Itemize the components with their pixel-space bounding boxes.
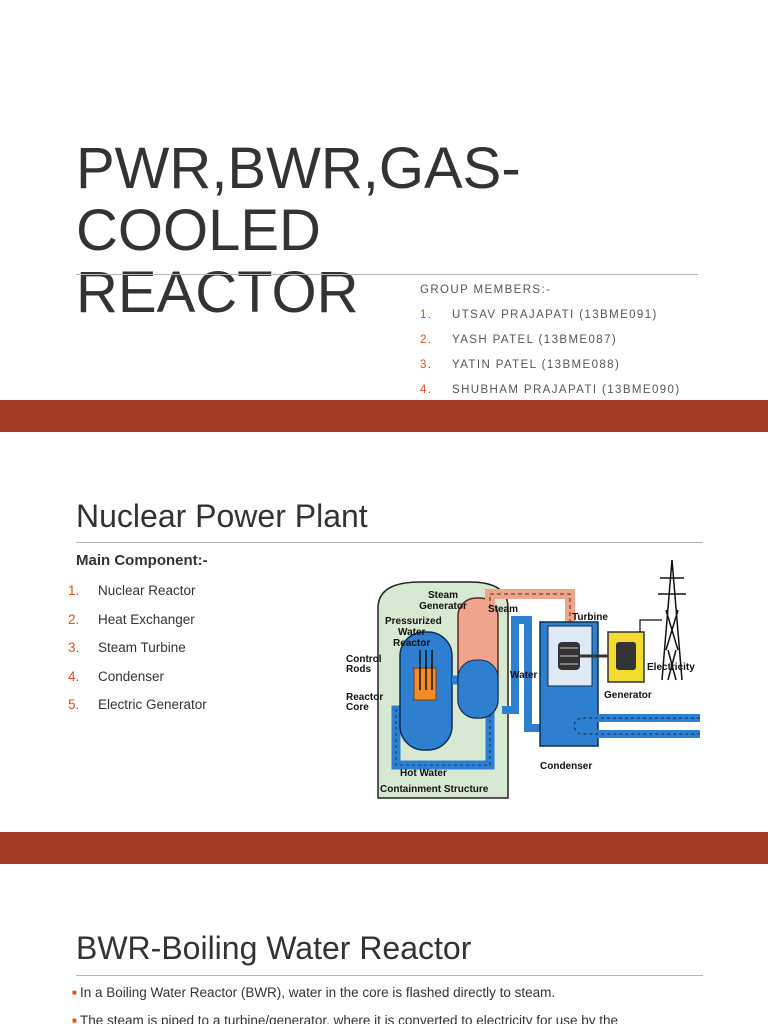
list-text: Steam Turbine (98, 640, 186, 655)
label-electricity: Electricity (647, 662, 695, 673)
member-item: 1. UTSAV PRAJAPATI (13BME091) (420, 307, 760, 332)
title-line-2: REACTOR (76, 260, 359, 325)
bullet-text: The steam is piped to a turbine/generato… (80, 1013, 619, 1024)
list-item: 1. Nuclear Reactor (68, 582, 207, 611)
label-steam: Steam (488, 604, 518, 615)
list-text: Condenser (98, 668, 165, 684)
list-item: 3. Steam Turbine (68, 639, 207, 668)
members-heading: GROUP MEMBERS:- (420, 284, 552, 296)
member-number: 2. (420, 334, 433, 346)
slide-title: BWR-Boiling Water Reactor (76, 930, 472, 966)
bullet-list: ■In a Boiling Water Reactor (BWR), water… (72, 984, 712, 1024)
member-name: YATIN PATEL (13BME088) (452, 359, 621, 371)
steam-generator-water (457, 659, 499, 719)
bwr-slide: BWR-Boiling Water Reactor ■In a Boiling … (0, 864, 768, 1024)
bullet-item: ■In a Boiling Water Reactor (BWR), water… (72, 984, 712, 1012)
list-number: 1. (68, 583, 80, 598)
label-containment-structure: Containment Structure (380, 784, 489, 795)
bullet-marker: ■ (72, 1016, 77, 1024)
generator-rotor (616, 642, 636, 670)
hot-water-pipe-flow (395, 667, 491, 766)
list-item: 4. Condenser (68, 668, 207, 697)
label-turbine: Turbine (572, 612, 608, 623)
cooling-water-flow (573, 717, 700, 735)
member-number: 3. (420, 359, 433, 371)
member-name: UTSAV PRAJAPATI (13BME091) (452, 309, 658, 321)
list-text: Heat Exchanger (98, 611, 195, 627)
list-number: 2. (68, 611, 80, 627)
label-generator: Generator (604, 690, 652, 701)
bullet-item: ■The steam is piped to a turbine/generat… (72, 1012, 712, 1024)
power-line (639, 619, 662, 632)
bullet-text: In a Boiling Water Reactor (BWR), water … (80, 985, 556, 1000)
list-number: 4. (68, 668, 80, 684)
components-heading: Main Component:- (76, 552, 208, 569)
title-slide: PWR,BWR,GAS-COOLED REACTOR GROUP MEMBERS… (0, 0, 768, 400)
member-number: 4. (420, 384, 433, 396)
member-name: SHUBHAM PRAJAPATI (13BME090) (452, 384, 681, 396)
list-text: Nuclear Reactor (98, 583, 196, 598)
steam-pipe-flow (489, 593, 571, 630)
list-text: Electric Generator (98, 697, 207, 712)
member-item: 3. YATIN PATEL (13BME088) (420, 357, 760, 382)
member-item: 4. SHUBHAM PRAJAPATI (13BME090) (420, 382, 760, 400)
bullet-marker: ■ (72, 988, 77, 997)
feedwater-pipe (502, 616, 550, 732)
label-water: Water (510, 670, 538, 681)
title-divider (76, 975, 703, 976)
label-hot-water: Hot Water (400, 768, 447, 779)
member-item: 2. YASH PATEL (13BME087) (420, 332, 760, 357)
presentation-title: PWR,BWR,GAS-COOLED REACTOR (76, 138, 716, 324)
slide-separator (0, 400, 768, 432)
member-number: 1. (420, 309, 433, 321)
components-list: 1. Nuclear Reactor 2. Heat Exchanger 3. Ste… (68, 582, 207, 725)
title-divider (76, 542, 703, 543)
title-line-1: PWR,BWR,GAS-COOLED (76, 136, 521, 263)
slide-separator (0, 832, 768, 864)
member-name: YASH PATEL (13BME087) (452, 334, 618, 346)
slide-title: Nuclear Power Plant (76, 498, 368, 534)
list-item: 5. Electric Generator (68, 696, 207, 725)
list-number: 5. (68, 697, 80, 712)
nuclear-power-plant-slide: Nuclear Power Plant Main Component:- 1. N… (0, 432, 768, 832)
list-number: 3. (68, 640, 80, 655)
group-members: GROUP MEMBERS:- 1. UTSAV PRAJAPATI (13BME… (420, 282, 760, 400)
title-divider (76, 274, 698, 275)
transmission-tower (658, 559, 686, 681)
label-condenser: Condenser (540, 761, 592, 772)
list-item: 2. Heat Exchanger (68, 611, 207, 640)
